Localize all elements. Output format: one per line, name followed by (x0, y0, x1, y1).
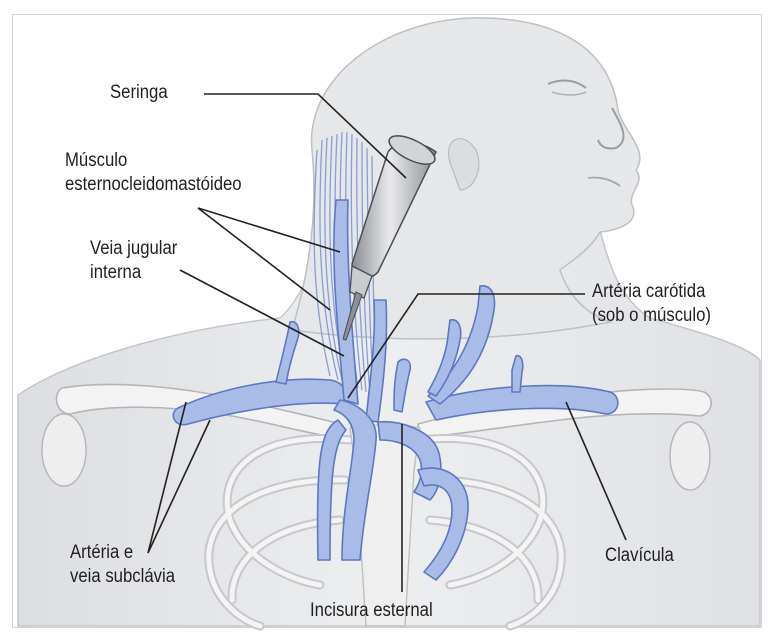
label-subclavia-line1: Artéria e (70, 542, 133, 564)
label-seringa: Seringa (110, 82, 168, 104)
label-carotida-line2: (sob o músculo) (592, 305, 711, 327)
right-shoulder-joint (670, 422, 710, 490)
label-subclavia-line2: veia subclávia (70, 566, 175, 588)
label-veia-jugular-line2: interna (90, 262, 141, 284)
label-musculo-line2: esternocleidomastóideo (65, 174, 242, 196)
left-shoulder-joint (42, 414, 86, 486)
label-incisura: Incisura esternal (310, 600, 433, 622)
label-clavicula: Clavícula (605, 545, 674, 567)
label-carotida-line1: Artéria carótida (592, 281, 705, 303)
label-veia-jugular-line1: Veia jugular (90, 238, 177, 260)
label-musculo-line1: Músculo (65, 150, 127, 172)
